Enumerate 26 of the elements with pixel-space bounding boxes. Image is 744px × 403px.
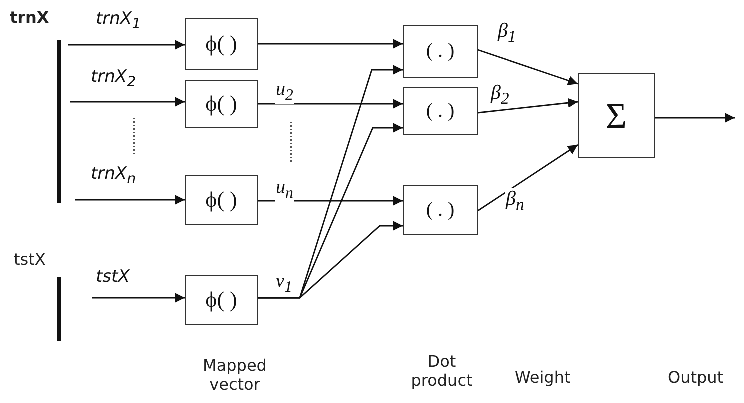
arrow xyxy=(258,221,403,299)
function-box: ϕ( ) xyxy=(185,80,258,128)
arrow xyxy=(258,196,403,206)
arrow xyxy=(478,49,578,86)
input-label: trnX xyxy=(10,8,50,28)
function-box: ( . ) xyxy=(403,185,478,235)
arrow xyxy=(92,293,185,303)
arrow xyxy=(70,97,185,107)
column-label: Dot product xyxy=(410,352,474,390)
function-box: ϕ( ) xyxy=(185,275,258,325)
function-box: ϕ( ) xyxy=(185,18,258,70)
arrow xyxy=(478,144,578,212)
function-box: ( . ) xyxy=(403,87,478,135)
arrow xyxy=(68,40,185,50)
arrow xyxy=(478,98,578,114)
function-box: ϕ( ) xyxy=(185,175,258,225)
arrow xyxy=(258,39,403,49)
column-label: Weight xyxy=(515,368,571,388)
arrow xyxy=(75,195,185,205)
sum-box: Σ xyxy=(578,73,655,158)
arrow xyxy=(258,99,403,109)
input-label: tstX xyxy=(14,250,46,270)
function-box: ( . ) xyxy=(403,25,478,78)
column-label: Output xyxy=(668,368,724,388)
arrow xyxy=(655,113,735,123)
column-label: Mapped vector xyxy=(202,356,268,394)
